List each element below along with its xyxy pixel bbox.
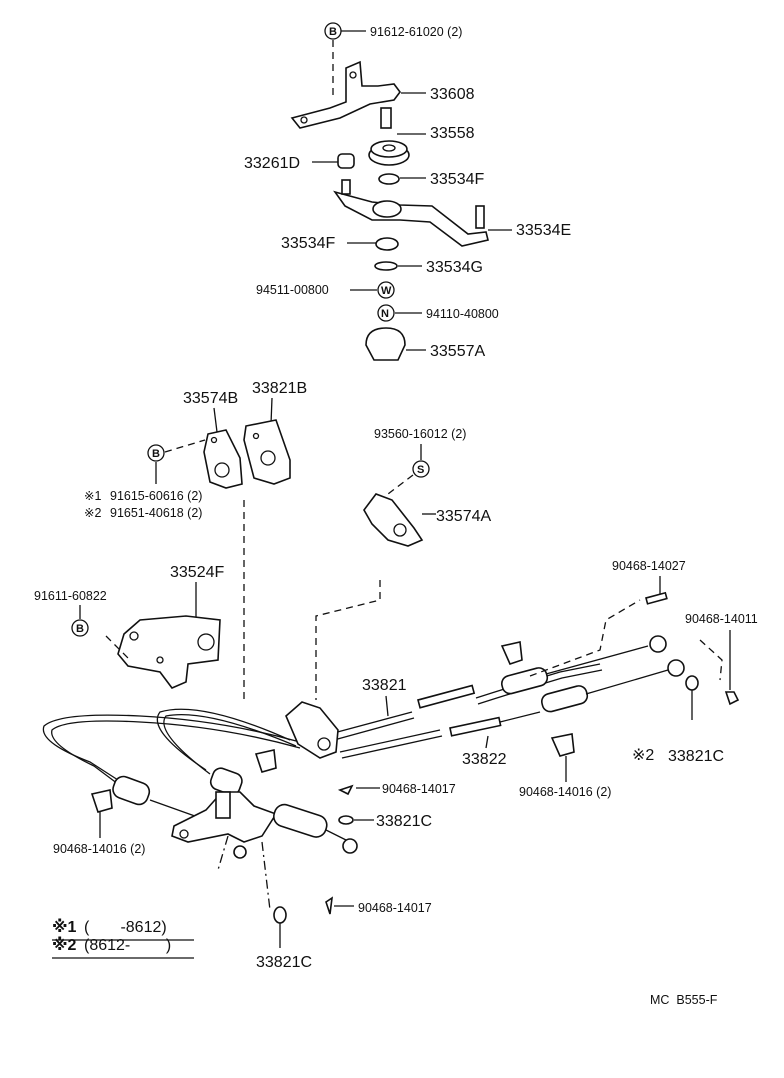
- bolt-b-marker-plate: [147, 444, 165, 462]
- label-94110-40800: 94110-40800: [426, 307, 499, 321]
- label-33821c-right: 33821C: [668, 748, 724, 765]
- screw-s-marker: [412, 460, 430, 478]
- label-90468-14017-mid: 90468-14017: [382, 782, 456, 796]
- lever-33534e: [333, 190, 489, 247]
- label-90468-14011: 90468-14011: [685, 612, 758, 626]
- nut-n-marker: [377, 304, 395, 322]
- cable-assembly: 33821 33822 90468-14027 90468-14011 ※2 3…: [42, 559, 758, 856]
- washer-w-marker: [377, 281, 395, 299]
- bottom-parts: 90468-14017 33821C: [256, 896, 432, 971]
- part-33557a: [365, 327, 406, 361]
- label-33261d: 33261D: [244, 155, 300, 172]
- label-90468-14027: 90468-14027: [612, 559, 686, 573]
- label-33574b: 33574B: [183, 390, 238, 407]
- label-94511-00800: 94511-00800: [256, 283, 329, 297]
- label-91651-40618: 91651-40618 (2): [110, 506, 202, 520]
- label-90468-14016-left: 90468-14016 (2): [53, 842, 145, 856]
- legend-row1-text: ( -8612): [84, 919, 167, 936]
- bracket-assembly: 33524F B 91611-60822: [34, 500, 381, 700]
- plate-33574a: [363, 493, 424, 547]
- retainer-plates: 33574B 33821B B ※1 91615-60616 (2) ※2 91…: [84, 380, 491, 547]
- label-33821b: 33821B: [252, 380, 307, 397]
- label-90468-14016-right: 90468-14016 (2): [519, 785, 611, 799]
- label-33574a: 33574A: [436, 508, 491, 525]
- lever-33608: [290, 60, 401, 129]
- label-91612-61020: 91612-61020 (2): [370, 25, 462, 39]
- label-33534f-left: 33534F: [281, 235, 335, 252]
- marker-b-top: B: [329, 26, 337, 38]
- bracket-33524f: [117, 615, 221, 689]
- label-33534g: 33534G: [426, 259, 483, 276]
- label-33608: 33608: [430, 86, 475, 103]
- label-91611-60822: 91611-60822: [34, 589, 107, 603]
- label-33821c-mid: 33821C: [376, 813, 432, 830]
- marker-w: W: [381, 285, 392, 297]
- ref-mark-2: ※2: [84, 506, 101, 520]
- ref-mark-2-right: ※2: [632, 747, 654, 764]
- legend-row2-text: (8612- ): [84, 937, 171, 954]
- plate-33821b: [243, 419, 291, 485]
- legend: ※1 ( -8612) ※2 (8612- ): [52, 918, 194, 959]
- label-90468-14017-bot: 90468-14017: [358, 901, 432, 915]
- label-33821: 33821: [362, 677, 407, 694]
- part-33261d: [337, 153, 355, 169]
- legend-row2-mark: ※2: [52, 936, 77, 954]
- label-33534e: 33534E: [516, 222, 571, 239]
- cable-anchor: [285, 701, 339, 759]
- legend-row1-mark: ※1: [52, 918, 77, 936]
- marker-n: N: [381, 308, 389, 320]
- bolt-b-marker-bracket: [71, 619, 89, 637]
- marker-b-plate: B: [152, 448, 160, 460]
- transmission-lever: [112, 767, 358, 911]
- shift-lever-assembly: B 91612-61020 (2) 33608 33558 33261D 335…: [244, 22, 571, 361]
- label-33557a: 33557A: [430, 343, 485, 360]
- figure-code: MC B555-F: [650, 993, 718, 1007]
- marker-s: S: [417, 464, 424, 476]
- label-33534f-top: 33534F: [430, 171, 484, 188]
- plate-33574b: [203, 429, 243, 489]
- label-33558: 33558: [430, 125, 475, 142]
- ref-mark-1: ※1: [84, 489, 101, 503]
- marker-b-bracket: B: [76, 623, 84, 635]
- label-91615-60616: 91615-60616 (2): [110, 489, 202, 503]
- label-33822: 33822: [462, 751, 507, 768]
- label-33821c-bot: 33821C: [256, 954, 312, 971]
- label-33524f: 33524F: [170, 564, 224, 581]
- label-93560-16012: 93560-16012 (2): [374, 427, 466, 441]
